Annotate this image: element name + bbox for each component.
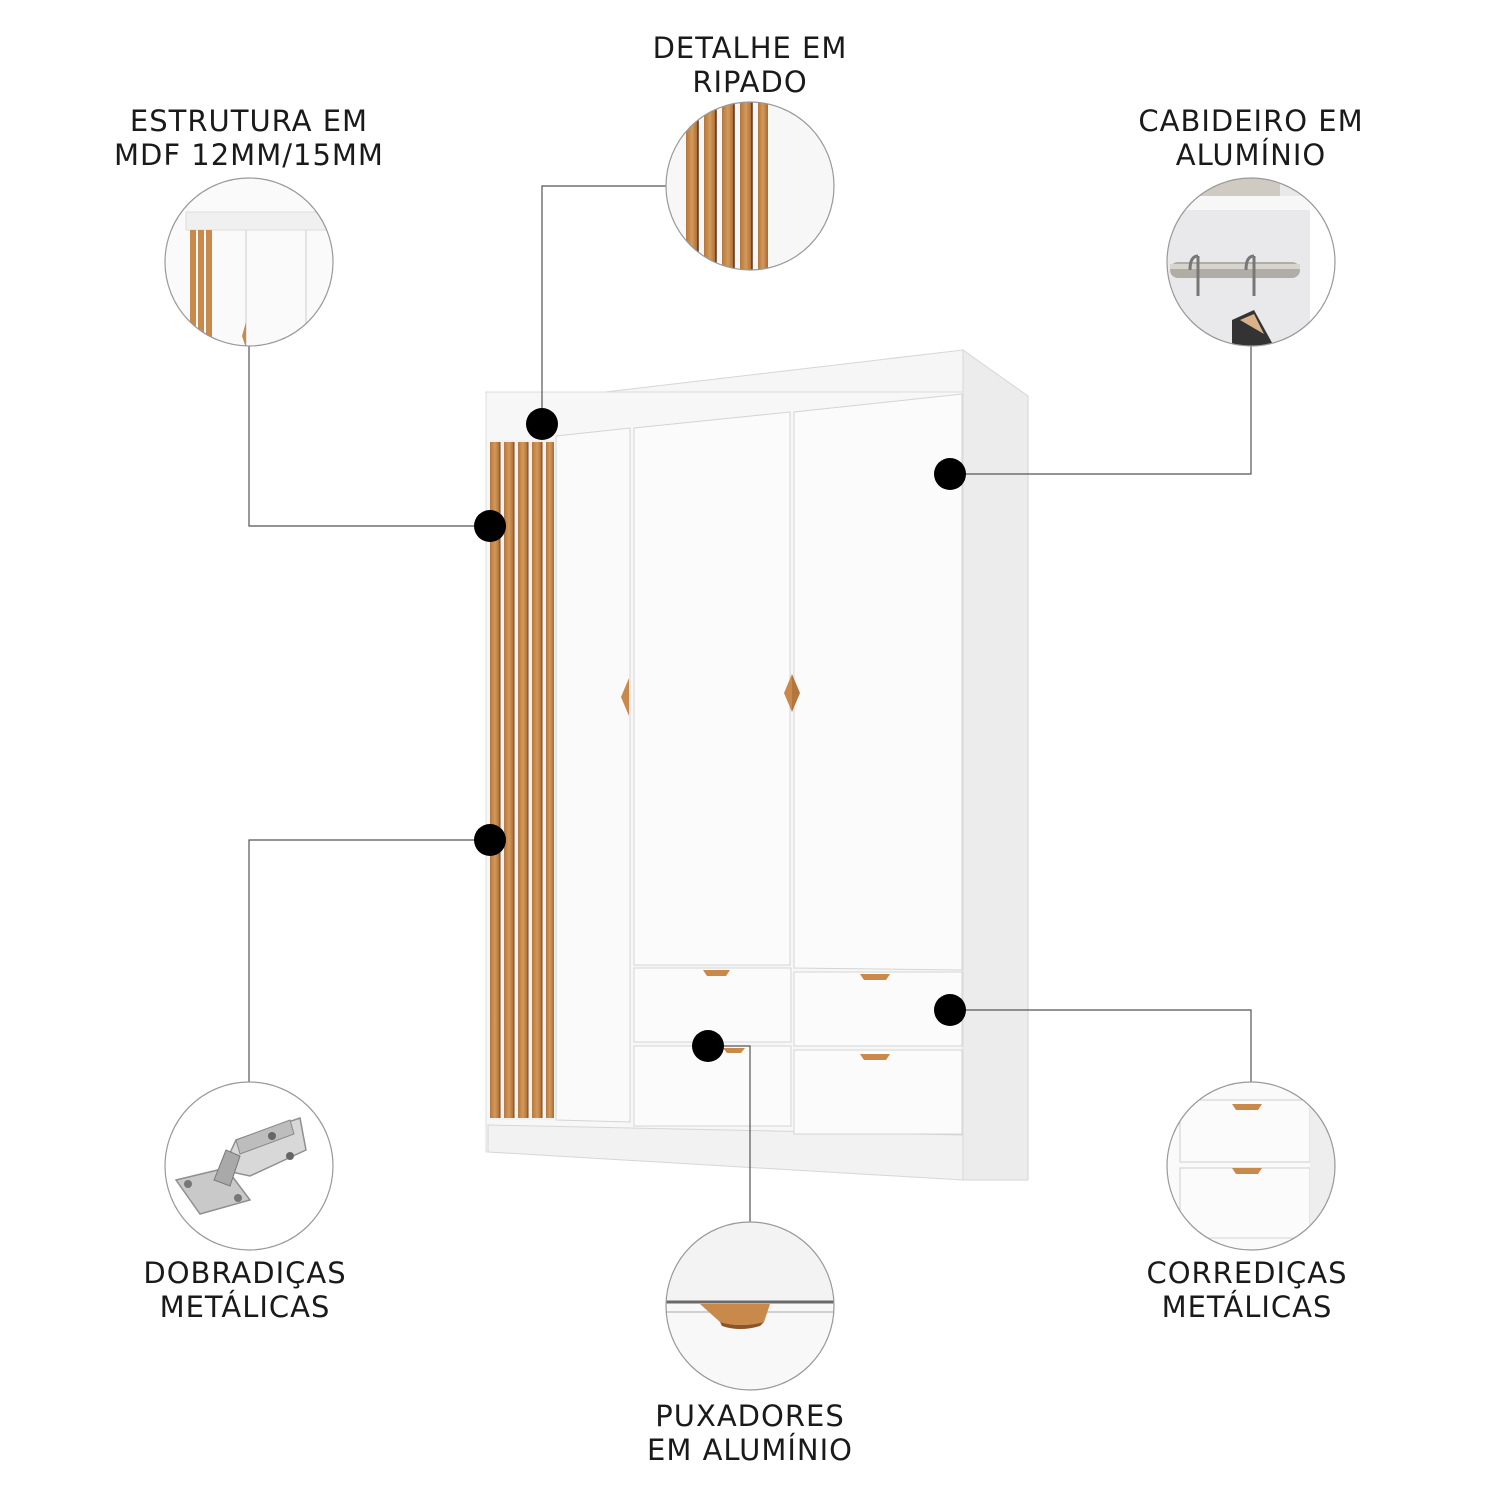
door-middle [633, 411, 791, 966]
label-ripado-line1: DETALHE EM [652, 31, 848, 65]
dot-dobradicas [474, 824, 506, 856]
label-dobradicas: DOBRADIÇAS METÁLICAS [95, 1256, 395, 1324]
label-puxadores-line2: EM ALUMÍNIO [647, 1433, 853, 1467]
wood-slats [490, 440, 554, 1120]
line-cabideiro [950, 346, 1252, 475]
door-handle-left [621, 678, 629, 716]
label-puxadores: PUXADORES EM ALUMÍNIO [600, 1399, 900, 1467]
slat-detail-icon [665, 101, 835, 271]
line-estrutura [248, 346, 490, 527]
label-corredicas-line1: CORREDIÇAS [1146, 1256, 1348, 1290]
hinge-icon [164, 1081, 334, 1251]
line-dobradicas [248, 839, 490, 1082]
door-handle-middle-2 [792, 674, 800, 712]
label-corredicas: CORREDIÇAS METÁLICAS [1097, 1256, 1397, 1324]
drawer-handle-1 [703, 970, 730, 976]
label-ripado-line2: RIPADO [692, 65, 808, 99]
line-corredicas [950, 1009, 1252, 1082]
label-dobradicas-line2: METÁLICAS [159, 1290, 331, 1324]
drawer-handle-2 [860, 974, 890, 980]
label-cabideiro: CABIDEIRO EM ALUMÍNIO [1101, 104, 1401, 172]
door-right [793, 393, 963, 971]
label-puxadores-line1: PUXADORES [655, 1399, 845, 1433]
label-cabideiro-line2: ALUMÍNIO [1175, 138, 1327, 172]
wardrobe [485, 349, 1029, 1181]
drawer-top-left [633, 967, 792, 1043]
label-ripado: DETALHE EM RIPADO [600, 31, 900, 99]
label-dobradicas-line1: DOBRADIÇAS [143, 1256, 347, 1290]
dot-corredicas [934, 994, 966, 1026]
label-estrutura-line2: MDF 12MM/15MM [114, 138, 384, 172]
door-left [555, 427, 631, 1123]
hanger-rail-icon [1166, 177, 1336, 347]
label-estrutura-line1: ESTRUTURA EM [129, 104, 369, 138]
label-estrutura: ESTRUTURA EM MDF 12MM/15MM [99, 104, 399, 172]
dot-cabideiro [934, 458, 966, 490]
dot-ripado [526, 408, 558, 440]
drawer-bottom-right [793, 1049, 963, 1135]
drawer-handle-3 [723, 1048, 745, 1053]
panel-detail-icon [164, 177, 334, 347]
label-cabideiro-line1: CABIDEIRO EM [1138, 104, 1364, 138]
label-corredicas-line2: METÁLICAS [1161, 1290, 1333, 1324]
line-ripado [541, 185, 666, 424]
handle-icon [665, 1221, 835, 1391]
callout-dots [474, 408, 966, 1062]
dot-estrutura [474, 510, 506, 542]
drawer-handle-4 [860, 1054, 890, 1060]
door-handle-middle [784, 674, 792, 712]
drawer-slide-icon [1166, 1081, 1336, 1251]
dot-puxadores [692, 1030, 724, 1062]
